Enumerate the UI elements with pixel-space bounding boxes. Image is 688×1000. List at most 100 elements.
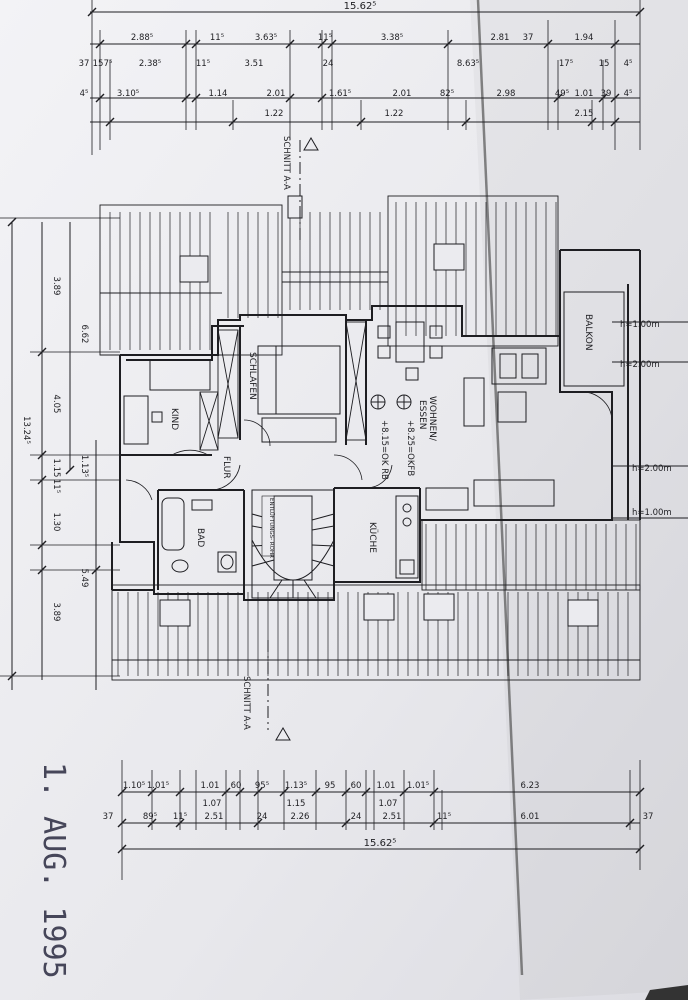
skylight-bottom-2 (423, 593, 455, 621)
dimension-label: 24 (257, 812, 268, 822)
section-cut-line (267, 137, 319, 741)
room-schlafen: SCHLAFEN (247, 352, 257, 400)
dimension-label: 1.13⁵ (285, 781, 307, 791)
skylight-right (433, 243, 465, 271)
living-furniture (425, 347, 555, 511)
level-okrb: +8.15=OK RB (379, 420, 389, 480)
dimension-label: 6.23 (521, 781, 540, 791)
date-stamp: 1. AUG. 1995 (36, 762, 71, 979)
level-okfb: +8.25=OKFB (405, 420, 415, 476)
section-label-top: SCHNITT A-A (281, 136, 291, 190)
dimension-label: 1.94 (575, 33, 594, 43)
skylight-bottom-3 (567, 599, 599, 627)
dimension-label: 2.88⁵ (131, 33, 153, 43)
dimension-label: 7⁵ (104, 59, 113, 69)
dimension-label: 1.15 (51, 459, 61, 478)
height-label-1: h=1.00m (620, 320, 660, 330)
dimension-label: 1.14 (209, 89, 228, 99)
dimension-label: 1.01 (201, 781, 220, 791)
dimension-label: 4⁵ (80, 89, 89, 99)
dimension-label: 37 (643, 812, 654, 822)
dimension-label: 11⁵ (318, 33, 332, 43)
kind-furniture (123, 359, 211, 445)
dimension-label: 1.01⁵ (147, 781, 169, 791)
dimension-label: 1.22 (265, 109, 284, 119)
dimension-label: 11⁵ (437, 812, 451, 822)
top-dimension-chain (87, 0, 645, 155)
dimension-label: 3.89 (51, 603, 61, 622)
dimension-label: 37 (103, 812, 114, 822)
dimension-label: 2.81 (491, 33, 510, 43)
dimension-label: 1.30 (51, 513, 61, 532)
skylight-bottom-4 (159, 599, 191, 627)
dimension-label: 49⁵ (555, 89, 569, 99)
dimension-label: 95 (325, 781, 336, 791)
dimension-label: 1.61⁵ (329, 89, 351, 99)
skylight-bottom-1 (363, 593, 395, 621)
dim-left-outer: 13.24⁵ (21, 416, 31, 444)
bathroom-fixtures (161, 497, 237, 573)
room-kind: KIND (169, 408, 179, 430)
dimension-label: 89⁵ (143, 812, 157, 822)
dimension-label: 24 (351, 812, 362, 822)
dimension-label: 11⁵ (51, 479, 61, 493)
dining-table (377, 321, 443, 381)
section-label-bottom: SCHNITT A-A (241, 676, 251, 730)
dimension-label: 24 (323, 59, 334, 69)
dimension-label: 1.10⁵ (123, 781, 145, 791)
kitchen-counter (395, 495, 419, 579)
dimension-label: 2.26 (291, 812, 310, 822)
dimension-label: 2.01 (393, 89, 412, 99)
dimension-label: 3.10⁵ (117, 89, 139, 99)
dimension-label: 13.24⁵ (21, 416, 31, 444)
dimension-label: 15 (599, 59, 610, 69)
dimension-label: 6.62 (79, 325, 89, 344)
wardrobe-closets (199, 321, 367, 451)
dimension-label: 82⁵ (440, 89, 454, 99)
door-swings (125, 391, 613, 501)
dim-bottom-row2: 37 89⁵ 11⁵ 2.51 24 2.26 24 2.51 11⁵ 6.01 37 (103, 812, 654, 822)
dimension-label: 11⁵ (210, 33, 224, 43)
bottom-dimension-chain (117, 760, 645, 880)
staircase (251, 489, 335, 599)
height-labels: h=1.00m h=2.00m h=2.00m h=1.00m (620, 320, 672, 518)
dimension-label: 2.51 (383, 812, 402, 822)
paper-fold (476, 0, 524, 976)
dimension-label: 60 (231, 781, 242, 791)
dimension-label: 2.98 (497, 89, 516, 99)
dimension-label: 39 (601, 89, 612, 99)
label-vent-shaft: ENTLÜFTUNGS- ROHR (268, 498, 275, 558)
dimension-label: 2.51 (205, 812, 224, 822)
dimension-label: 11⁵ (196, 59, 210, 69)
height-label-3: h=2.00m (632, 464, 672, 474)
dimension-label: 60 (351, 781, 362, 791)
dimension-label: 1.22 (385, 109, 404, 119)
skylight-left (179, 255, 209, 283)
corner-edge (645, 985, 688, 1000)
roof-tile-lines (109, 202, 637, 676)
dimension-label: 3.63⁵ (255, 33, 277, 43)
roof-hatch-bottom (111, 584, 641, 681)
dimension-label: 2.38⁵ (139, 59, 161, 69)
room-bad: BAD (195, 528, 205, 547)
room-labels: SCHLAFEN KIND FLUR BAD KÜCHE WOHNEN/ ESS… (169, 136, 593, 730)
dimension-label: 4⁵ (624, 59, 633, 69)
dimension-label: 95⁵ (255, 781, 269, 791)
dimension-label: 6.01 (521, 812, 540, 822)
dimension-label: 3.89 (51, 277, 61, 296)
dimension-label: 11⁵ (173, 812, 187, 822)
dimension-label: 1.07 (379, 799, 398, 809)
height-label-2: h=2.00m (620, 360, 660, 370)
room-flur: FLUR (221, 456, 231, 479)
drawing-lines (0, 0, 688, 880)
dimension-label: 5.49 (79, 569, 89, 588)
dimension-label: 37 (79, 59, 90, 69)
